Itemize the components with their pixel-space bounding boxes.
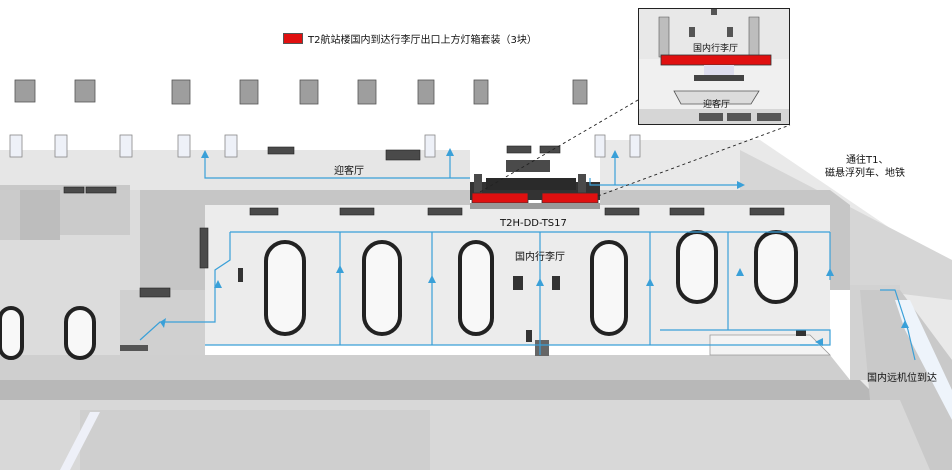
to-t1-label: 通往T1、 [846, 155, 889, 166]
inset-baggage-hall-label: 国内行李厅 [693, 44, 739, 54]
floor-areas [0, 140, 952, 470]
inset-light-box [660, 54, 772, 66]
baggage-hall-label: 国内行李厅 [515, 252, 565, 263]
inset-leader-lines [479, 99, 791, 197]
legend: T2航站楼国内到达行李厅出口上方灯箱套装（3块） [283, 31, 537, 46]
sign-code-label: T2H-DD-TS17 [500, 218, 567, 229]
light-box [541, 192, 599, 204]
small-objects [120, 268, 806, 356]
greeting-hall-label: 迎客厅 [334, 166, 364, 177]
legend-swatch [283, 33, 303, 44]
glass-columns [9, 134, 641, 158]
maglev-label: 磁悬浮列车、地铁 [825, 168, 905, 179]
counters [63, 145, 785, 298]
remote-stand-label: 国内远机位到达 [867, 373, 937, 384]
detail-inset: 国内行李厅 迎客厅 [638, 8, 790, 125]
route-lines [139, 153, 916, 361]
legend-label: T2航站楼国内到达行李厅出口上方灯箱套装（3块） [308, 35, 537, 46]
exit-signage [470, 160, 600, 209]
carousels [0, 230, 798, 360]
inset-drawing [639, 9, 789, 124]
top-pillars [14, 79, 588, 105]
route-arrows [160, 148, 909, 346]
inset-greeting-hall-label: 迎客厅 [703, 100, 731, 110]
light-box [471, 192, 529, 204]
